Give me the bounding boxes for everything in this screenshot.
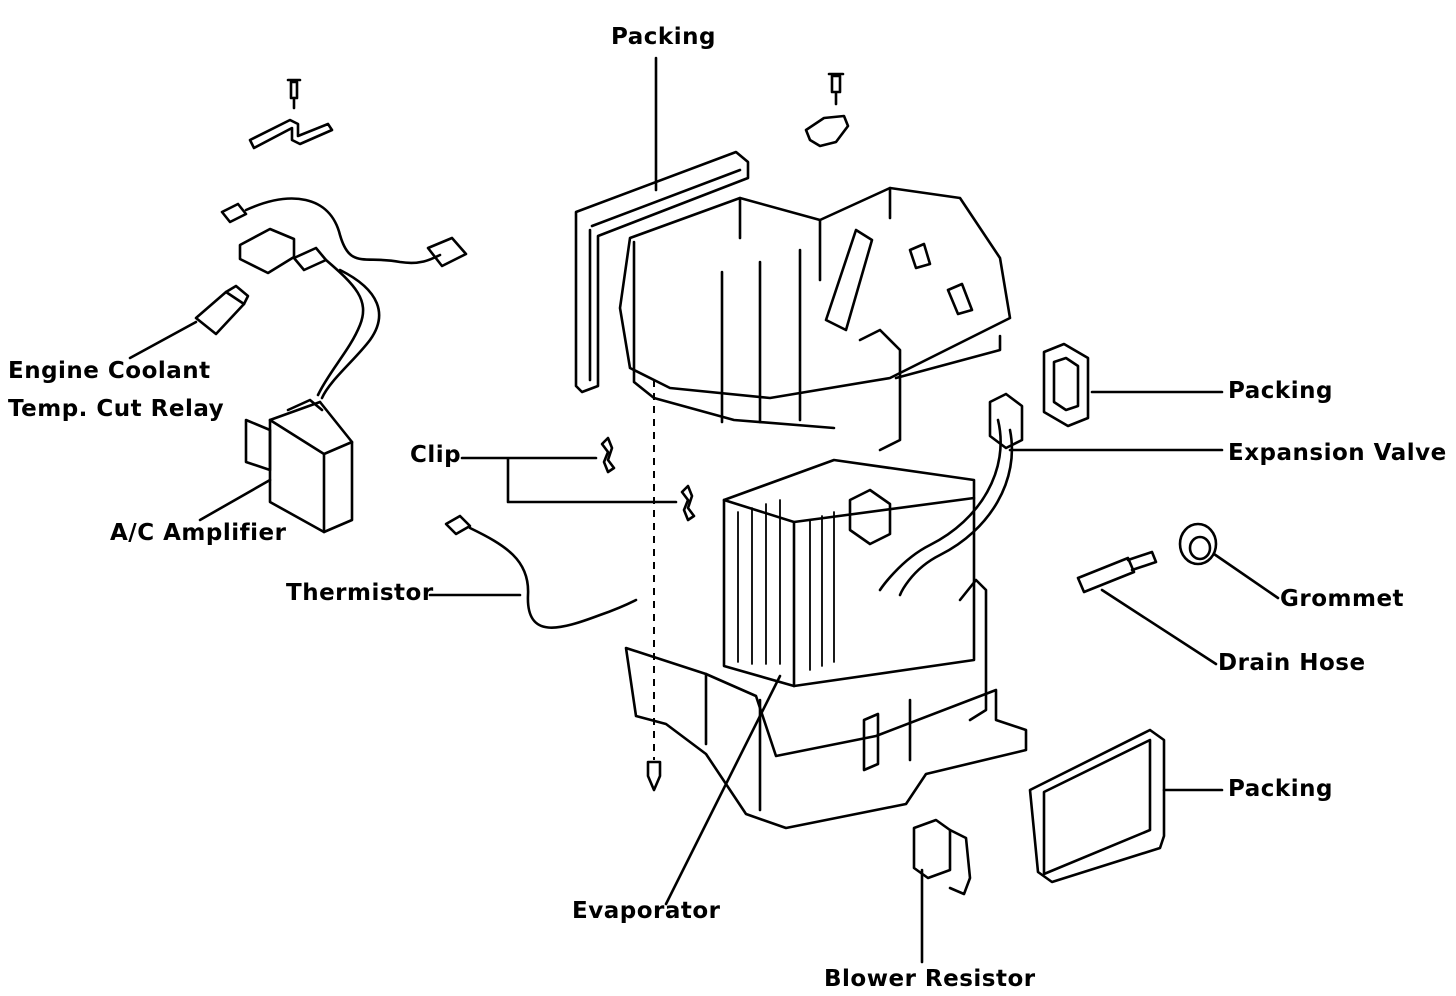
wire-harness (220, 197, 468, 400)
evaporator-core (664, 458, 976, 906)
packing-top-frame (574, 56, 750, 394)
grommet-part (1178, 522, 1280, 600)
label-evaporator: Evaporator (572, 898, 721, 924)
label-blower-resistor: Blower Resistor (824, 966, 1036, 992)
ac-amplifier-box (198, 398, 354, 534)
bracket-with-screw-center (804, 72, 850, 148)
label-clip: Clip (410, 442, 462, 468)
label-drain-hose: Drain Hose (1218, 650, 1366, 676)
drain-hose-part (1076, 550, 1218, 666)
blower-housing-upper (618, 186, 1012, 452)
label-ac-amplifier: A/C Amplifier (110, 520, 287, 546)
lower-case (624, 578, 1028, 830)
alignment-guide (646, 380, 662, 792)
label-engine-coolant-line2: Temp. Cut Relay (8, 396, 225, 422)
label-packing-bottom: Packing (1228, 776, 1333, 802)
thermistor-part (428, 514, 638, 629)
packing-right-gasket (1042, 342, 1224, 428)
label-engine-coolant-line1: Engine Coolant (8, 358, 211, 384)
clips (460, 436, 696, 522)
label-thermistor: Thermistor (286, 580, 434, 606)
engine-coolant-temp-cut-relay (128, 284, 250, 360)
bracket-with-screw-left (248, 78, 334, 150)
blower-resistor-part (912, 818, 972, 964)
label-packing-top: Packing (611, 24, 716, 50)
label-expansion-valve: Expansion Valve (1228, 440, 1447, 466)
expansion-valve-piping (848, 392, 1224, 597)
label-packing-right: Packing (1228, 378, 1333, 404)
packing-bottom-frame (1028, 728, 1224, 884)
label-grommet: Grommet (1280, 586, 1405, 612)
